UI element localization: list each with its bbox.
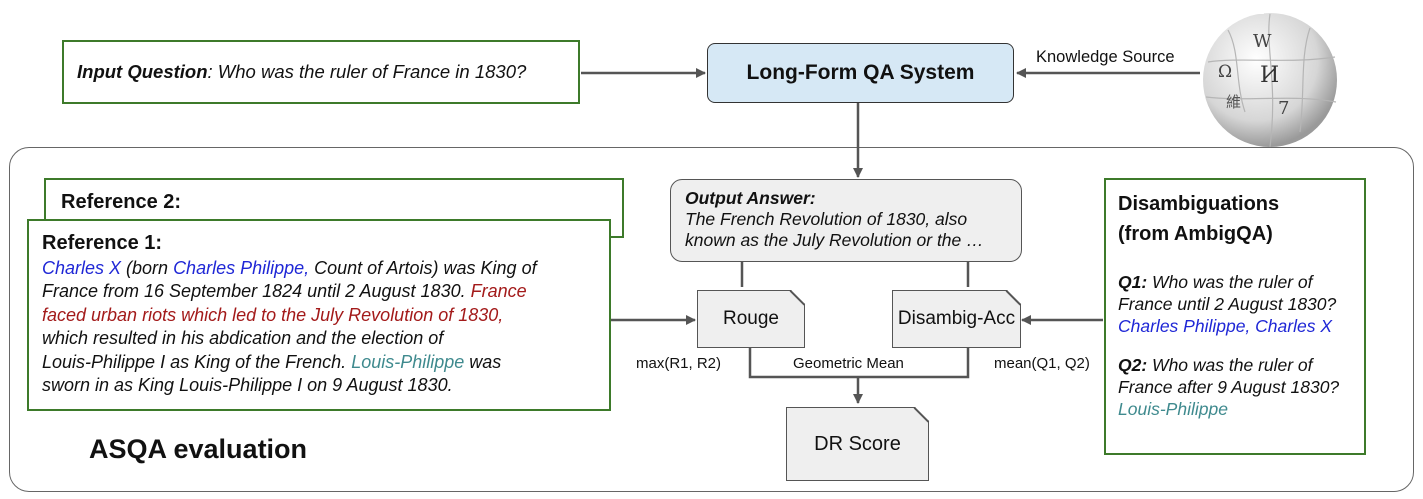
globe-glyph-omega: Ω [1218, 62, 1232, 82]
dr-score-label: DR Score [814, 432, 901, 455]
dr-score-box: DR Score [786, 407, 929, 481]
disamb-q2: Q2: Who was the ruler of France after 9 … [1118, 354, 1364, 420]
disambig-acc-metric-box: Disambig-Acc [892, 290, 1021, 348]
output-answer-line-1: The French Revolution of 1830, also [685, 209, 968, 229]
asqa-evaluation-frame [9, 147, 1414, 492]
knowledge-source-label: Knowledge Source [1036, 48, 1175, 66]
mean-q1-q2-label: mean(Q1, Q2) [994, 355, 1090, 372]
reference-1-title: Reference 1: [42, 232, 163, 254]
input-question-box: Input Question: Who was the ruler of Fra… [62, 40, 580, 104]
output-answer-label: Output Answer: [685, 188, 816, 208]
rouge-label: Rouge [723, 308, 779, 329]
asqa-evaluation-title: ASQA evaluation [89, 434, 308, 464]
entity-charles-x: Charles X [42, 257, 122, 278]
input-question-label: Input Question [77, 61, 208, 82]
long-form-qa-system-box: Long-Form QA System [707, 43, 1014, 103]
system-title: Long-Form QA System [746, 61, 975, 84]
reference-2-title: Reference 2: [61, 191, 182, 213]
disamb-q2-answer: Louis-Philippe [1118, 399, 1228, 419]
globe-glyph-7: 7 [1278, 98, 1289, 119]
disamb-q1-answer: Charles Philippe, Charles X [1118, 316, 1332, 336]
wikipedia-globe-icon: W Ω И 維 7 [1200, 2, 1340, 157]
output-answer-box: Output Answer: The French Revolution of … [670, 179, 1022, 262]
disambiguations-box: Disambiguations (from AmbigQA) Q1: Who w… [1104, 178, 1366, 455]
disamb-q1: Q1: Who was the ruler of France until 2 … [1118, 271, 1364, 337]
entity-louis-philippe: Louis-Philippe [351, 351, 465, 372]
reference-1-box: Reference 1: Charles X (born Charles Phi… [27, 219, 611, 411]
globe-glyph-w: W [1253, 31, 1272, 52]
geometric-mean-label: Geometric Mean [793, 355, 904, 372]
input-question-text: : Who was the ruler of France in 1830? [207, 61, 527, 82]
globe-glyph-i: И [1260, 63, 1279, 88]
rouge-metric-box: Rouge [697, 290, 805, 348]
disambiguations-title: Disambiguations (from AmbigQA) [1118, 193, 1280, 245]
output-answer-line-2: known as the July Revolution or the … [685, 230, 984, 250]
reference-1-text: Charles X (born Charles Philippe, Count … [42, 257, 537, 396]
entity-charles-philippe: Charles Philippe, [173, 257, 310, 278]
max-r1-r2-label: max(R1, R2) [636, 355, 722, 372]
globe-glyph-kanji: 維 [1226, 93, 1241, 111]
disambig-acc-label: Disambig-Acc [897, 308, 1016, 329]
